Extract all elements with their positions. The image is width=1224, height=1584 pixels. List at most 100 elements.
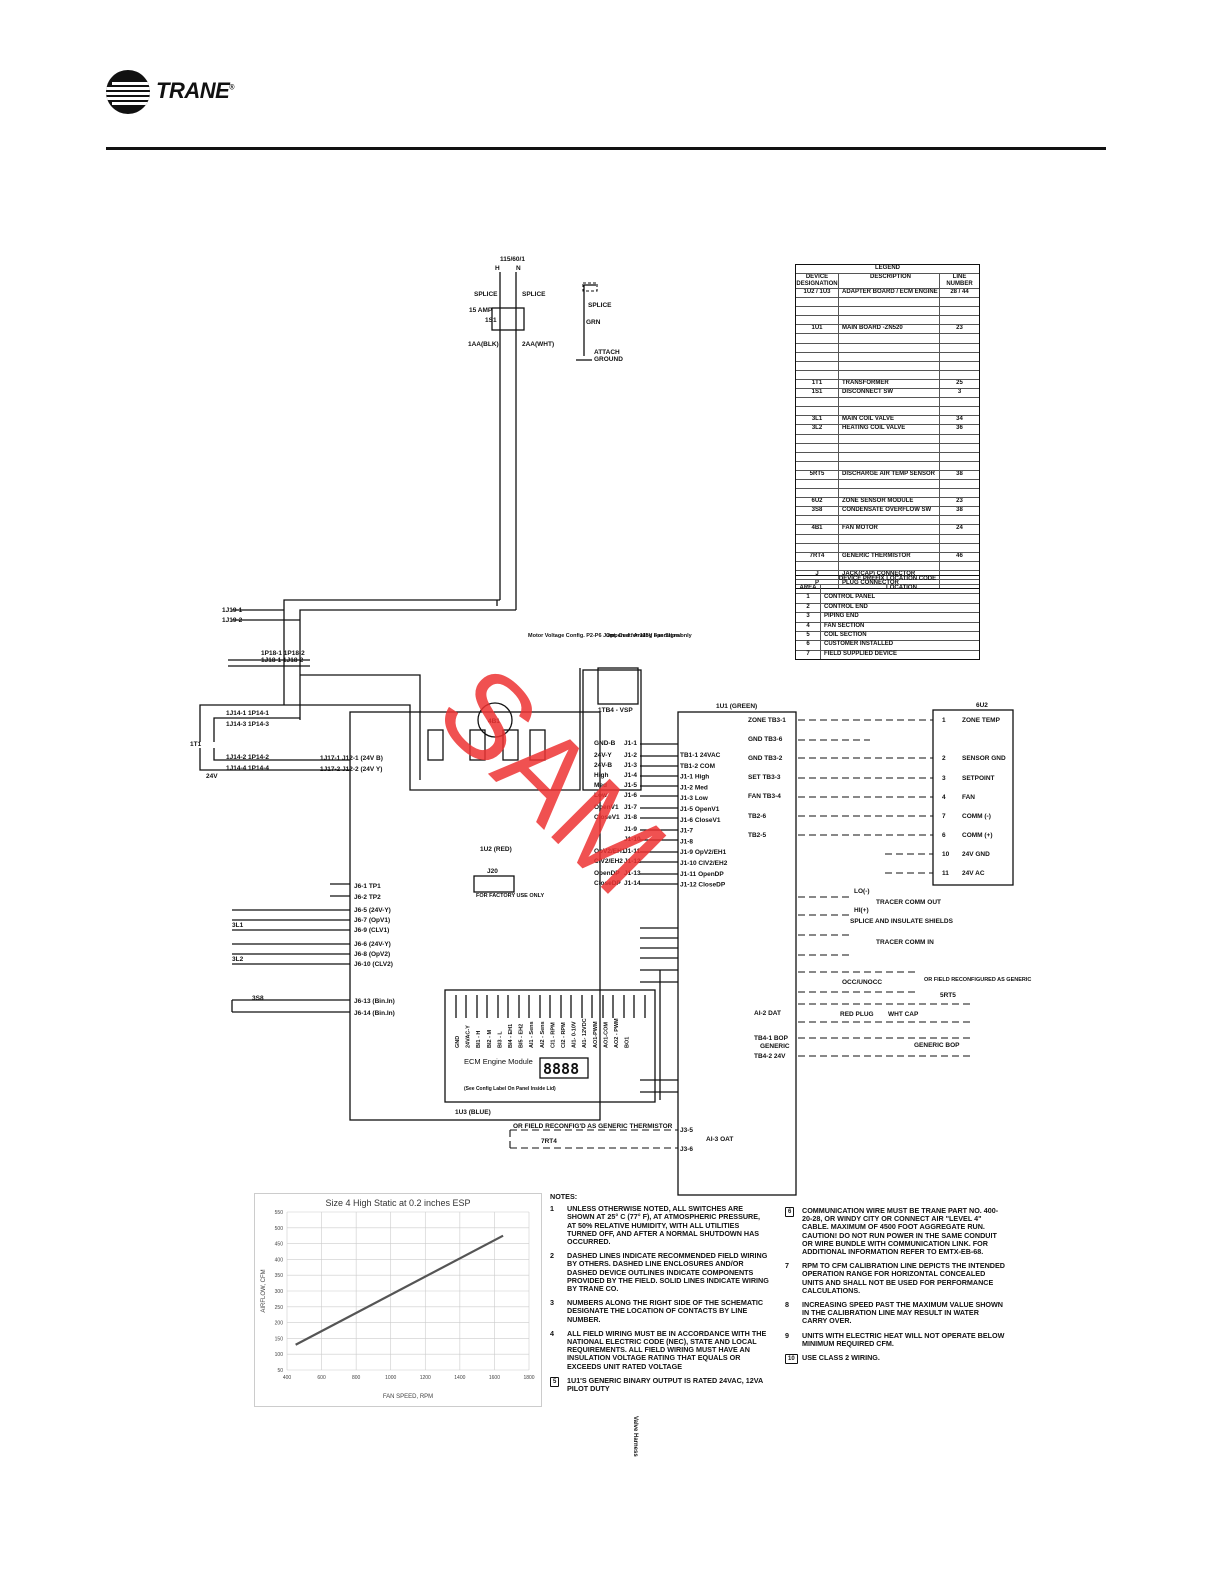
legend-cell [796,370,839,379]
u1-tb1-terminal: J1-10 CIV2/EH2 [680,860,728,867]
ecm-pin: BI4 - EH1 [508,1024,514,1048]
prefix-location: FIELD SUPPLIED DEVICE [824,650,898,657]
brand-name: TRANE® [156,78,234,103]
u1-j1-pin: J1-11 [624,848,641,855]
legend-cell [839,561,940,570]
ecm-label: ECM Engine Module [464,1057,533,1066]
u1-tb1-terminal: J1-1 High [680,774,709,781]
note-text: USE CLASS 2 WIRING. [802,1353,880,1363]
prefix-header: AREA LOCATION [796,584,979,594]
u1-tb1-terminal: TB1-2 COM [680,763,715,770]
legend-cell [940,516,979,524]
legend-cell [940,544,979,552]
legend-cell: 6U2 [796,498,839,507]
chart-xtick-label: 400 [283,1375,292,1381]
legend-row [796,433,979,443]
j14-4: 1J14-4 1P14-4 [226,765,269,772]
prefix-title: DEVICE PREFIX LOCATION CODE [838,576,937,582]
rt4-label: 7RT4 [541,1138,557,1145]
trane-logo: TRANE® [106,70,246,114]
legend-row [796,297,979,307]
j19-2: 1J19-2 [222,617,243,624]
legend-cell [839,461,940,470]
legend-cell: 1T1 [796,379,839,389]
note-text: UNLESS OTHERWISE NOTED, ALL SWITCHES ARE… [567,1204,761,1247]
u1-j1-function: Med [594,782,607,789]
u1-j1-function: CIV2/EH2 [594,858,623,865]
splice-label-2: SPLICE [522,291,546,298]
p18: 1P18-1 1P18-2 [261,650,305,657]
legend-cell [796,452,839,461]
tb4-label: 1TB4 - VSP [598,707,633,714]
valve-harness: Valve Harness [632,1416,638,1457]
legend-cell: 3L1 [796,416,839,425]
red-plug: RED PLUG [840,1011,874,1018]
legend-cell [940,353,979,361]
chart-ytick-label: 500 [275,1226,284,1232]
blk-wire-label: 1AA(BLK) [468,341,499,348]
legend-cell [839,343,940,352]
factory-use-label: FOR FACTORY USE ONLY [476,893,544,899]
chart-ytick-label: 250 [275,1305,284,1311]
prefix-location: CUSTOMER INSTALLED [824,641,894,648]
legend-row [796,460,979,470]
j6-pin: J6-10 (CLV2) [354,961,393,968]
legend-row [796,515,979,525]
legend-cell: DISCONNECT SW [839,389,940,398]
transformer-label: 1T1 [190,741,202,748]
u1-tb1-terminal: J1-3 Low [680,795,709,802]
legend-cell [796,434,839,443]
u1-j1-pin: J1-12 [624,858,641,865]
legend-cell [839,398,940,407]
legend-cell [796,407,839,416]
u1-tb1-terminal: J1-2 Med [680,784,708,791]
j6-pin: J6-5 (24V-Y) [354,907,391,914]
legend-row [796,397,979,407]
legend-cell [839,361,940,370]
legend-cell [940,444,979,452]
j3-5: J3-5 [680,1127,693,1134]
prefix-area: 1 [796,594,821,603]
u1-tb1-terminal: J1-5 OpenV1 [680,806,720,813]
j14-2: 1J14-2 1P14-2 [226,754,269,761]
legend-cell [839,443,940,452]
prefix-area: 5 [796,631,821,641]
legend-row [796,342,979,352]
legend-row [796,360,979,370]
u3-label: 1U3 (BLUE) [455,1109,491,1116]
legend-cell [796,461,839,470]
prefix-location: PIPING END [824,613,859,620]
legend-row [796,478,979,489]
legend-cell: ZONE SENSOR MODULE [839,498,940,507]
legend-cell [796,534,839,543]
legend-cell: 46 [956,552,963,559]
legend-col-designation: DEVICE DESIGNATION [796,274,839,288]
prefix-location: FAN SECTION [824,622,865,629]
legend-cell: HEATING COIL VALVE [839,425,940,434]
legend-cell: 3 [957,389,962,396]
legend-cell [940,371,979,379]
j6-pin: J6-7 (OpV1) [354,917,390,924]
legend-col-line: LINE NUMBER [946,274,973,287]
u1-j1-pin: J1-7 [624,804,637,811]
chart-ylabel: AIRFLOW, CFM [261,1269,267,1312]
sensor-terminal-label: SETPOINT [962,775,995,782]
legend-cell: 34 [956,416,963,423]
legend-row [796,369,979,379]
prefix-location: CONTROL PANEL [824,594,876,601]
j6-pin: J6-8 (OpV2) [354,951,390,958]
trane-logo-icon [106,70,150,114]
legend-cell [940,489,979,497]
legend-cell [940,316,979,324]
notes-title: NOTES: [550,1192,578,1201]
